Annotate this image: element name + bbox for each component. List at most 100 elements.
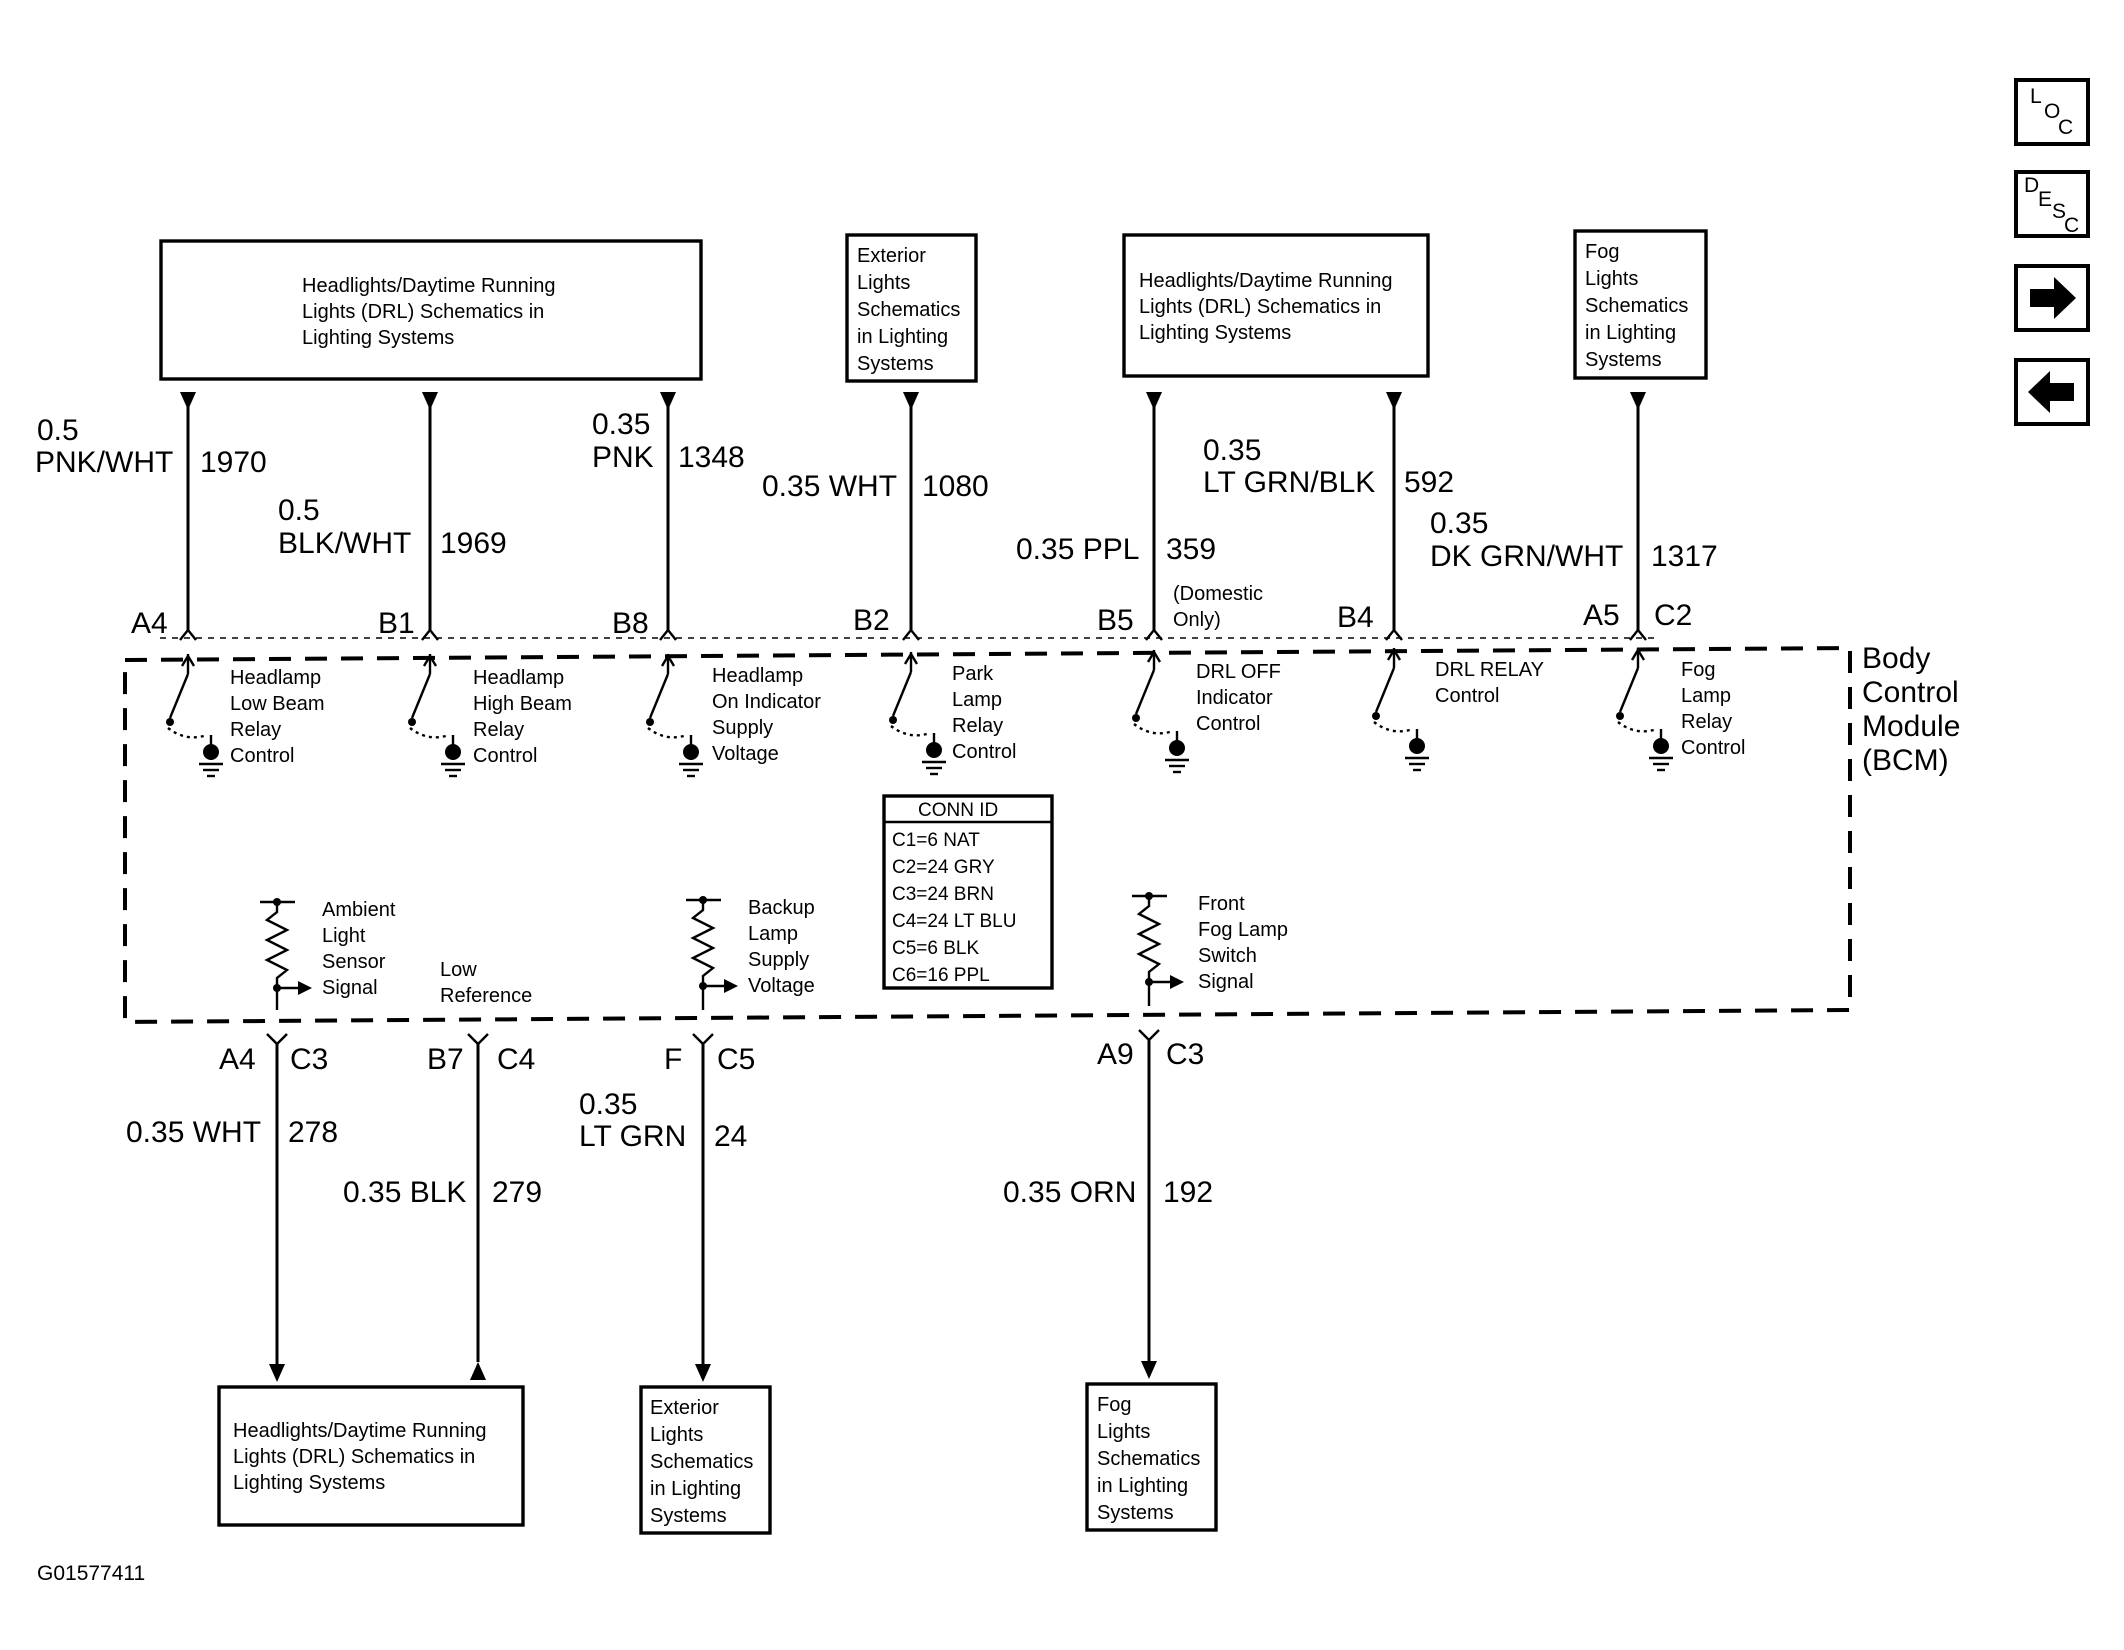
switch-label: Fog [1681,659,1715,681]
switch-headlamp-on-indicator: Headlamp On Indicator Supply Voltage [646,653,821,778]
wire-1970-label: 0.5 PNK/WHT 1970 A4 [35,414,267,640]
box-exterior-lights-top: Exterior Lights Schematics in Lighting S… [845,233,978,383]
circuit-number: 1348 [678,441,745,474]
switch-label: Headlamp [712,665,803,687]
wire-gauge: 0.35 [1430,507,1488,540]
connector-pin: B5 [1097,604,1134,637]
connector-pin: A4 [131,607,168,640]
conn-id-row: C1=6 NAT [892,830,980,851]
switch-fog-lamp-relay: Fog Lamp Relay Control [1616,647,1745,772]
wire-592-label: 0.35 LT GRN/BLK 592 B4 [1203,434,1454,634]
wire-1317-label: 0.35 DK GRN/WHT 1317 A5 C2 [1430,507,1718,632]
input-label: Supply [748,949,809,971]
wire-1348-label: 0.35 PNK 1348 B8 [592,408,745,640]
box-fog-lights-bottom: Fog Lights Schematics in Lighting System… [1085,1382,1218,1532]
connector-id: C3 [290,1043,328,1076]
desc-button-letter-4: C [2064,214,2079,237]
box-text: Lights [1097,1421,1150,1443]
desc-button-letter-3: S [2052,200,2066,223]
next-page-button[interactable] [2014,264,2090,332]
conn-id-row: C3=24 BRN [892,884,994,905]
box-text: in Lighting [1097,1475,1188,1497]
switch-label: Lamp [952,689,1002,711]
conn-id-row: C6=16 PPL [892,965,990,986]
bottom-wires [266,1029,1160,1382]
switch-label: Headlamp [473,667,564,689]
loc-button-letter-1: L [2030,85,2042,108]
conn-id-title: CONN ID [918,800,998,821]
wire-color: DK GRN/WHT [1430,540,1623,573]
wire-192-label: A9 C3 0.35 ORN 192 [1003,1038,1213,1209]
module-label: (BCM) [1862,744,1949,777]
module-label: Body [1862,642,1930,675]
box-text: Lights (DRL) Schematics in [302,301,544,323]
wire-note: (Domestic [1173,583,1263,605]
module-label: Module [1862,710,1960,743]
connector-pin: B1 [378,607,415,640]
box-text: Systems [1585,349,1662,371]
connector-id: C3 [1166,1038,1204,1071]
connector-pin: A4 [219,1043,256,1076]
wire-color: LT GRN/BLK [1203,466,1375,499]
switch-label: High Beam [473,693,572,715]
module-label: Control [1862,676,1959,709]
box-text: Lights [857,272,910,294]
circuit-number: 1317 [1651,540,1718,573]
box-text: Lighting Systems [1139,322,1291,344]
wire-1080-label: 0.35 WHT 1080 B2 [762,470,989,637]
wire-note: Only) [1173,609,1221,631]
wire-gauge-color: 0.35 WHT [126,1116,261,1149]
input-label: Sensor [322,951,386,973]
box-text: in Lighting [650,1478,741,1500]
wire-gauge: 0.35 [592,408,650,441]
switch-label: Park [952,663,994,685]
conn-id-row: C4=24 LT BLU [892,911,1016,932]
input-ambient-light-sensor: Ambient Light Sensor Signal [260,898,396,1010]
box-text: Exterior [650,1397,719,1419]
wire-278-label: A4 C3 0.35 WHT 278 [126,1043,338,1149]
input-low-reference: Low Reference [440,959,532,1007]
switch-label: DRL RELAY [1435,659,1544,681]
wire-color: LT GRN [579,1120,686,1153]
switch-label: Headlamp [230,667,321,689]
circuit-number: 1969 [440,527,507,560]
input-backup-lamp: Backup Lamp Supply Voltage [686,896,815,1010]
box-text: Fog [1585,241,1619,263]
conn-id-row: C5=6 BLK [892,938,979,959]
switch-label: Voltage [712,743,779,765]
input-label: Signal [322,977,378,999]
connector-pin: F [664,1043,682,1076]
wire-gauge: 0.35 [579,1088,637,1121]
switch-label: Control [952,741,1016,763]
wire-24-label: F C5 0.35 LT GRN 24 [579,1043,755,1153]
input-label: Voltage [748,975,815,997]
input-label: Switch [1198,945,1257,967]
desc-button[interactable]: D E S C [2014,170,2090,238]
wire-gauge-color: 0.35 PPL [1016,533,1139,566]
circuit-number: 592 [1404,466,1454,499]
input-label: Backup [748,897,815,919]
loc-button[interactable]: L O C [2014,78,2090,146]
box-text: Lights (DRL) Schematics in [1139,296,1381,318]
switch-label: Relay [1681,711,1732,733]
circuit-number: 1080 [922,470,989,503]
previous-page-button[interactable] [2014,358,2090,426]
input-label: Reference [440,985,532,1007]
box-fog-lights-top: Fog Lights Schematics in Lighting System… [1573,229,1708,380]
switch-label: Low Beam [230,693,325,715]
connector-pin: A9 [1097,1038,1134,1071]
connector-id-table: CONN ID C1=6 NAT C2=24 GRY C3=24 BRN C4=… [882,794,1054,990]
desc-button-letter-2: E [2038,188,2052,211]
connector-pin: A5 [1583,599,1620,632]
box-headlights-drl-bottom: Headlights/Daytime Running Lights (DRL) … [217,1385,525,1527]
box-text: Schematics [1097,1448,1200,1470]
wire-gauge-color: 0.35 BLK [343,1176,466,1209]
left-arrow-icon [2028,371,2074,413]
right-arrow-icon [2030,277,2076,319]
input-label: Ambient [322,899,396,921]
input-label: Low [440,959,477,981]
wire-gauge-color: 0.35 ORN [1003,1176,1136,1209]
box-text: Schematics [650,1451,753,1473]
circuit-number: 192 [1163,1176,1213,1209]
connector-pin: B4 [1337,601,1374,634]
